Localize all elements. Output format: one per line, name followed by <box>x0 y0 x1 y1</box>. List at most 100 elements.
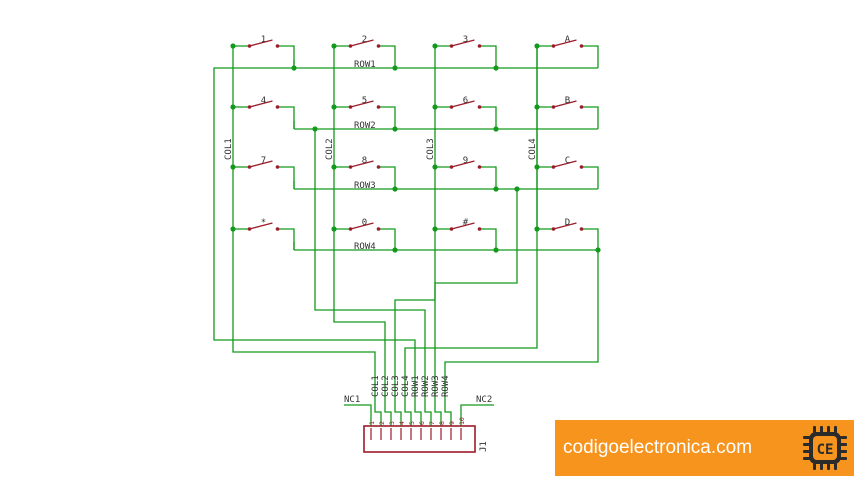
key-1-1-switch-pin-a <box>348 105 353 109</box>
logo-pin-bottom-1 <box>820 463 823 470</box>
key-3-2-lead-right <box>479 228 497 250</box>
key-0-2-switch-lever <box>451 39 475 47</box>
junction-dot-2 <box>432 43 438 49</box>
nc2-wire <box>460 404 494 426</box>
key-1-0-switch-pin-a <box>247 105 252 109</box>
junction-dot-20 <box>392 126 398 132</box>
logo-pin-left-1 <box>803 443 810 446</box>
logo-pin-top-0 <box>813 426 816 433</box>
connector-pin-number-10: 10 <box>458 417 466 425</box>
connector-lead-7 <box>434 400 442 426</box>
logo-pin-left-2 <box>803 450 810 453</box>
route-col4 <box>404 46 538 400</box>
junction-dot-23 <box>493 186 499 192</box>
site-banner[interactable]: codigoelectronica.com CE <box>555 420 854 476</box>
connector-lead-8 <box>444 400 452 426</box>
key-1-3-switch-lever <box>553 100 577 108</box>
key-0-1-label: 2 <box>362 35 367 45</box>
switches <box>247 39 584 453</box>
key-1-1-switch-lever <box>350 100 374 108</box>
key-3-0-lead-right <box>277 228 295 250</box>
banner-text[interactable]: codigoelectronica.com <box>563 437 753 458</box>
junction-dot-8 <box>230 164 236 170</box>
row-label-3: ROW3 <box>354 181 376 191</box>
key-3-2-label: # <box>463 218 469 228</box>
junction-dot-0 <box>230 43 236 49</box>
nc1-wire <box>344 404 372 426</box>
key-3-0-switch-pin-b <box>275 227 280 231</box>
key-3-0-label: * <box>261 218 266 228</box>
logo-text: CE <box>817 442 834 458</box>
junction-dot-14 <box>432 226 438 232</box>
key-3-3-label: D <box>565 218 570 228</box>
key-2-1-switch-lever <box>350 160 374 168</box>
logo-pin-right-0 <box>840 436 847 439</box>
logo-pin-top-1 <box>820 426 823 433</box>
key-3-1-lead-right <box>378 228 396 250</box>
key-0-1-switch-pin-b <box>376 44 381 48</box>
route-row4 <box>444 250 599 400</box>
key-1-1-lead-right <box>378 106 396 129</box>
junction-dot-21 <box>493 126 499 132</box>
junction-dot-15 <box>534 226 540 232</box>
key-1-2-lead-right <box>479 106 497 129</box>
key-2-3-label: C <box>565 156 570 166</box>
junction-dot-17 <box>392 65 398 71</box>
key-0-2-switch-pin-a <box>449 44 454 48</box>
connector-pin-number-3: 3 <box>388 421 396 425</box>
row-label-2: ROW2 <box>354 121 376 131</box>
key-3-3-switch-pin-a <box>551 227 556 231</box>
connector-pin-number-9: 9 <box>448 421 456 425</box>
connector-signal-label-1: COL1 <box>371 375 381 397</box>
junction-dot-26 <box>493 247 499 253</box>
key-2-1-lead-right <box>378 166 396 189</box>
connector-name: J1 <box>479 441 489 452</box>
key-3-3-lead-right <box>581 228 599 250</box>
nc2-label: NC2 <box>476 395 492 405</box>
key-3-1-switch-lever <box>350 222 374 230</box>
connector-signal-label-5: ROW1 <box>411 375 421 397</box>
junction-dot-9 <box>331 164 337 170</box>
key-0-2-switch-pin-b <box>477 44 482 48</box>
key-2-1-switch-pin-b <box>376 165 381 169</box>
connector-lead-2 <box>384 400 392 426</box>
key-2-1-label: 8 <box>362 156 367 166</box>
junction-dot-13 <box>331 226 337 232</box>
route-col1 <box>232 229 376 400</box>
key-2-1-switch-pin-a <box>348 165 353 169</box>
connector-pin-number-2: 2 <box>378 421 386 425</box>
junction-dot-1 <box>331 43 337 49</box>
key-2-2-switch-pin-a <box>449 165 454 169</box>
logo-pin-right-3 <box>840 457 847 460</box>
key-0-2-label: 3 <box>463 35 468 45</box>
key-1-1-switch-pin-b <box>376 105 381 109</box>
connector-signal-label-2: COL2 <box>381 375 391 397</box>
key-1-1-label: 5 <box>362 96 367 106</box>
key-3-2-switch-pin-b <box>477 227 482 231</box>
key-1-0-switch-lever <box>249 100 273 108</box>
key-0-0-switch-pin-b <box>275 44 280 48</box>
key-3-1-switch-pin-b <box>376 227 381 231</box>
junction-dot-16 <box>291 65 297 71</box>
key-3-0-switch-lever <box>249 222 273 230</box>
junction-dot-27 <box>595 247 601 253</box>
key-0-3-switch-pin-a <box>551 44 556 48</box>
row-label-1: ROW1 <box>354 60 376 70</box>
logo-pin-left-0 <box>803 436 810 439</box>
key-2-2-lead-right <box>479 166 497 189</box>
logo-pin-right-2 <box>840 450 847 453</box>
key-2-3-lead-right <box>581 166 599 189</box>
key-0-0-switch-lever <box>249 39 273 47</box>
key-3-0-switch-pin-a <box>247 227 252 231</box>
key-0-2-lead-right <box>479 45 497 68</box>
key-2-2-switch-pin-b <box>477 165 482 169</box>
junction-dot-7 <box>534 104 540 110</box>
connector-pin-number-1: 1 <box>368 421 376 425</box>
connector-pin-number-5: 5 <box>408 421 416 425</box>
key-2-0-label: 7 <box>261 156 266 166</box>
junction-dot-25 <box>392 247 398 253</box>
key-0-3-label: A <box>565 35 571 45</box>
key-3-1-label: 0 <box>362 218 367 228</box>
